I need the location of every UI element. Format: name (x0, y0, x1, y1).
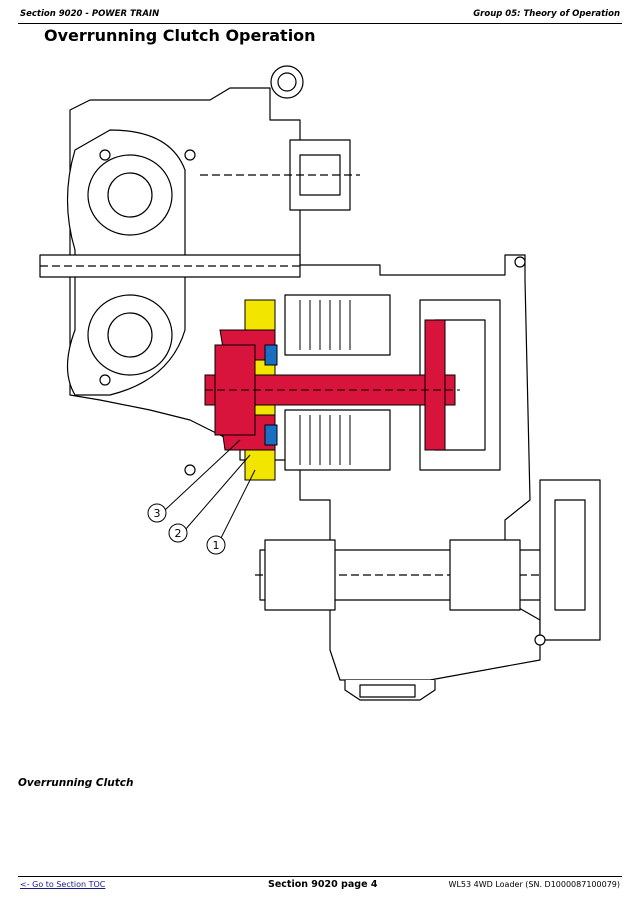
rear-flange-red (424, 319, 446, 451)
overrunning-clutch-diagram: 3 2 1 (39, 65, 601, 701)
figure-caption: Overrunning Clutch (18, 777, 134, 789)
callout-3 (147, 503, 167, 523)
page-title: Overrunning Clutch Operation (44, 26, 316, 45)
callout-1 (206, 535, 226, 555)
callout-1-label: 1 (213, 539, 220, 552)
clutch-pack-upper (284, 294, 391, 356)
overrunning-clutch-highlight (204, 299, 460, 481)
page-footer: <- Go to Section TOC Section 9020 page 4… (18, 876, 622, 893)
page-number: Section 9020 page 4 (268, 879, 378, 890)
callout-3-label: 3 (154, 507, 161, 520)
toc-link[interactable]: <- Go to Section TOC (20, 880, 106, 889)
section-label: Section 9020 - POWER TRAIN (20, 9, 160, 19)
page-header: Section 9020 - POWER TRAIN Group 05: The… (18, 9, 622, 24)
group-label: Group 05: Theory of Operation (473, 9, 620, 19)
callout-2 (168, 523, 188, 543)
clutch-pack-lower (284, 409, 391, 471)
model-label: WL53 4WD Loader (SN. D1000087100079) (448, 880, 620, 889)
callout-2-label: 2 (175, 527, 182, 540)
